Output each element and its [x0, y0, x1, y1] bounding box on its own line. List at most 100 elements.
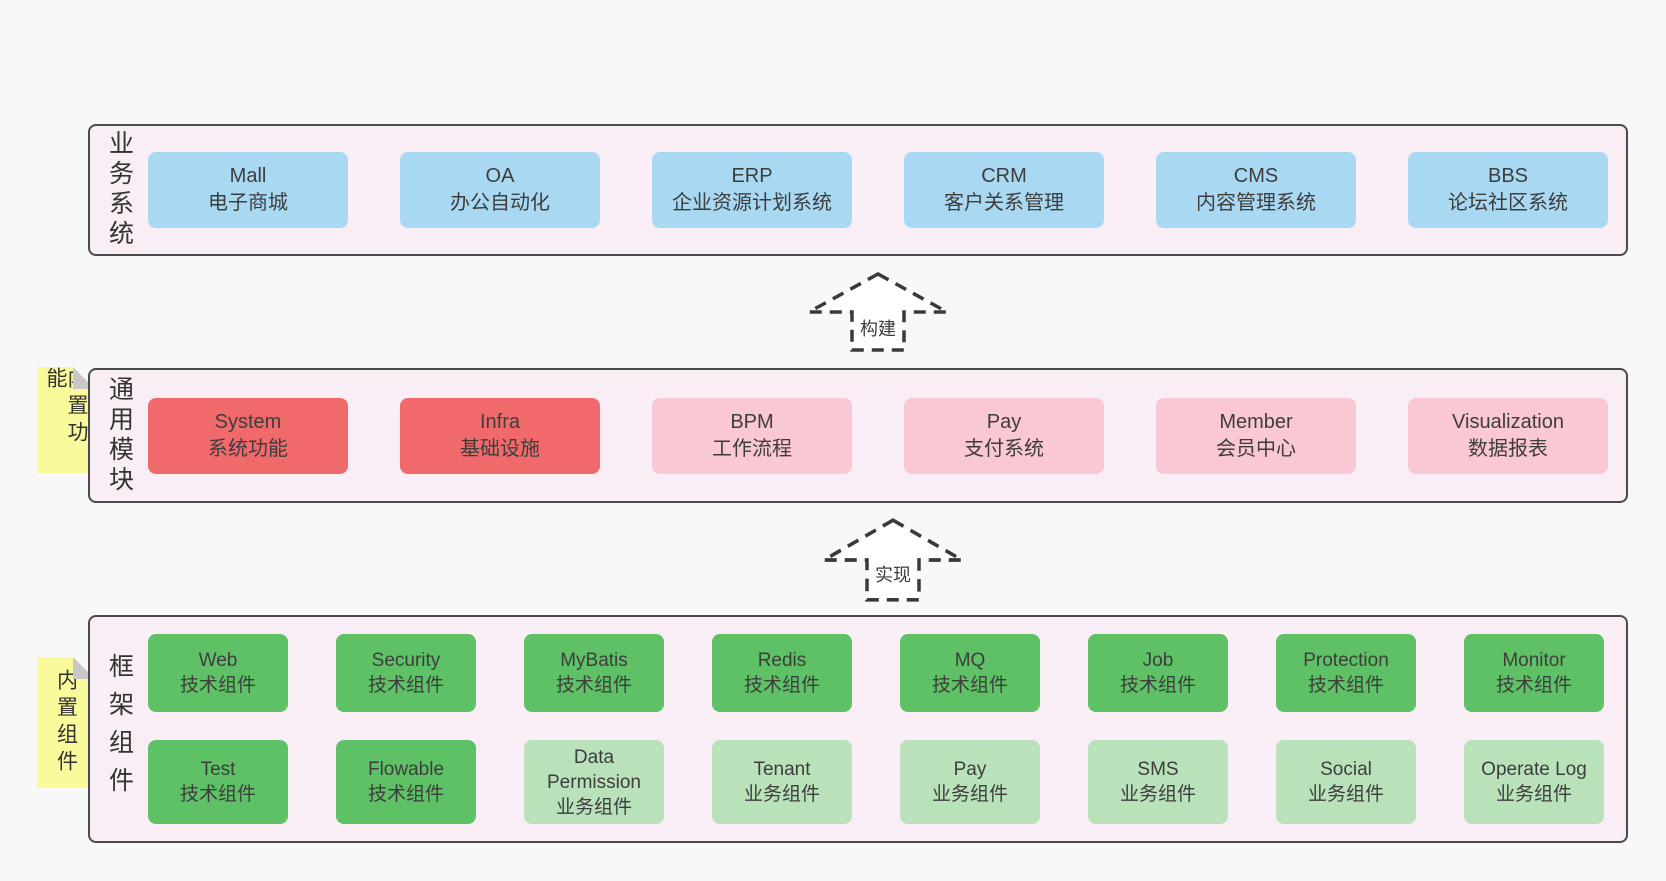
build-arrow-text: 构建	[858, 319, 898, 339]
up-arrow-shape	[823, 518, 963, 602]
box-name: MyBatis	[560, 650, 628, 671]
box-data-permission: Data Permission 业务组件	[524, 740, 664, 824]
implement-arrow-text: 实现	[873, 565, 913, 585]
box-flowable: Flowable 技术组件	[336, 740, 476, 824]
box-name: SMS	[1137, 759, 1179, 780]
up-arrow-shape	[808, 272, 948, 352]
box-name: Pay	[953, 759, 987, 780]
box-name: OA	[485, 165, 515, 187]
box-name: Member	[1219, 410, 1293, 433]
box-tenant: Tenant 业务组件	[712, 740, 852, 824]
box-desc: 业务组件	[555, 796, 632, 818]
box-desc: 技术组件	[1119, 675, 1196, 696]
box-crm: CRM 客户关系管理	[904, 152, 1104, 228]
box-desc: 业务组件	[1495, 784, 1572, 805]
box-desc: 业务组件	[743, 784, 820, 805]
box-desc: 技术组件	[555, 675, 632, 696]
box-web: Web 技术组件	[148, 634, 288, 712]
box-desc: 业务组件	[1307, 784, 1384, 805]
box-desc: 支付系统	[964, 437, 1044, 460]
framework-components-boxes: Web 技术组件 Security 技术组件 MyBatis 技术组件 Redi…	[148, 617, 1626, 841]
box-desc: 办公自动化	[450, 192, 550, 214]
implement-arrow: 实现	[820, 516, 966, 604]
framework-components-panel: 框架组件 Web 技术组件 Security 技术组件 MyBatis 技术组件…	[88, 615, 1628, 843]
framework-components-label: 框架组件	[105, 653, 134, 805]
box-name: CMS	[1233, 165, 1279, 187]
box-desc: 会员中心	[1216, 437, 1296, 460]
box-name: Monitor	[1502, 650, 1566, 671]
box-desc: 业务组件	[1119, 784, 1196, 805]
box-member: Member 会员中心	[1156, 397, 1356, 474]
box-infra: Infra 基础设施	[400, 397, 600, 474]
box-operate-log: Operate Log 业务组件	[1464, 740, 1604, 824]
box-social: Social 业务组件	[1276, 740, 1416, 824]
box-visualization: Visualization 数据报表	[1408, 397, 1608, 474]
business-systems-label: 业务系统	[105, 130, 134, 250]
box-desc: 技术组件	[931, 675, 1008, 696]
box-mybatis: MyBatis 技术组件	[524, 634, 664, 712]
box-name: Visualization	[1452, 410, 1564, 433]
box-protection: Protection 技术组件	[1276, 634, 1416, 712]
box-desc: 技术组件	[1307, 675, 1384, 696]
box-sms: SMS 业务组件	[1088, 740, 1228, 824]
box-desc: 技术组件	[1495, 675, 1572, 696]
box-desc: 技术组件	[367, 675, 444, 696]
box-redis: Redis 技术组件	[712, 634, 852, 712]
box-name: Protection	[1303, 650, 1389, 671]
box-desc: 企业资源计划系统	[672, 192, 832, 214]
common-modules-boxes: System 系统功能 Infra 基础设施 BPM 工作流程 Pay 支付系统…	[148, 370, 1626, 501]
sticky-note-built-in-components: 内置组件	[37, 657, 95, 788]
box-name: Tenant	[753, 759, 811, 780]
box-desc: 业务组件	[931, 784, 1008, 805]
box-name: BPM	[730, 410, 774, 433]
box-desc: 系统功能	[208, 437, 288, 460]
box-cms: CMS 内容管理系统	[1156, 152, 1356, 228]
box-desc: 技术组件	[743, 675, 820, 696]
box-job: Job 技术组件	[1088, 634, 1228, 712]
build-arrow: 构建	[805, 270, 951, 354]
box-name: Redis	[757, 650, 807, 671]
box-desc: 技术组件	[179, 784, 256, 805]
box-desc: 电子商城	[208, 192, 288, 214]
box-name: BBS	[1487, 165, 1529, 187]
box-desc: 基础设施	[460, 437, 540, 460]
box-desc: 客户关系管理	[944, 192, 1064, 214]
box-name: Web	[198, 650, 238, 671]
box-name: Job	[1142, 650, 1174, 671]
box-bbs: BBS 论坛社区系统	[1408, 152, 1608, 228]
build-arrow-label: 构建	[805, 315, 951, 341]
common-modules-panel: 通用模块 System 系统功能 Infra 基础设施 BPM 工作流程 Pay…	[88, 368, 1628, 503]
box-desc: 技术组件	[367, 784, 444, 805]
note-text: 内置组件	[54, 668, 78, 777]
box-name: System	[214, 410, 282, 433]
box-pay-biz: Pay 业务组件	[900, 740, 1040, 824]
common-modules-label: 通用模块	[105, 375, 134, 496]
box-desc: 工作流程	[712, 437, 792, 460]
box-name: Social	[1320, 759, 1372, 780]
business-systems-boxes: Mall 电子商城 OA 办公自动化 ERP 企业资源计划系统 CRM 客户关系…	[148, 126, 1626, 254]
box-erp: ERP 企业资源计划系统	[652, 152, 852, 228]
box-name: Mall	[229, 165, 267, 187]
box-desc: 内容管理系统	[1196, 192, 1316, 214]
box-name: Operate Log	[1481, 759, 1587, 780]
box-name: Flowable	[367, 759, 445, 780]
box-desc: 论坛社区系统	[1448, 192, 1568, 214]
box-pay: Pay 支付系统	[904, 397, 1104, 474]
box-name: Security	[371, 650, 441, 671]
box-mall: Mall 电子商城	[148, 152, 348, 228]
box-name: Infra	[479, 410, 521, 433]
box-desc: 技术组件	[179, 675, 256, 696]
box-name: CRM	[981, 165, 1027, 187]
box-name: Pay	[986, 410, 1022, 433]
box-oa: OA 办公自动化	[400, 152, 600, 228]
box-name: Test	[200, 759, 236, 780]
box-desc: 数据报表	[1468, 437, 1548, 460]
sticky-note-built-in-features: 内置功能	[37, 367, 95, 473]
box-mq: MQ 技术组件	[900, 634, 1040, 712]
box-name: Data Permission	[547, 746, 641, 793]
box-monitor: Monitor 技术组件	[1464, 634, 1604, 712]
business-systems-panel: 业务系统 Mall 电子商城 OA 办公自动化 ERP 企业资源计划系统 CRM…	[88, 124, 1628, 256]
box-security: Security 技术组件	[336, 634, 476, 712]
implement-arrow-label: 实现	[820, 561, 966, 587]
